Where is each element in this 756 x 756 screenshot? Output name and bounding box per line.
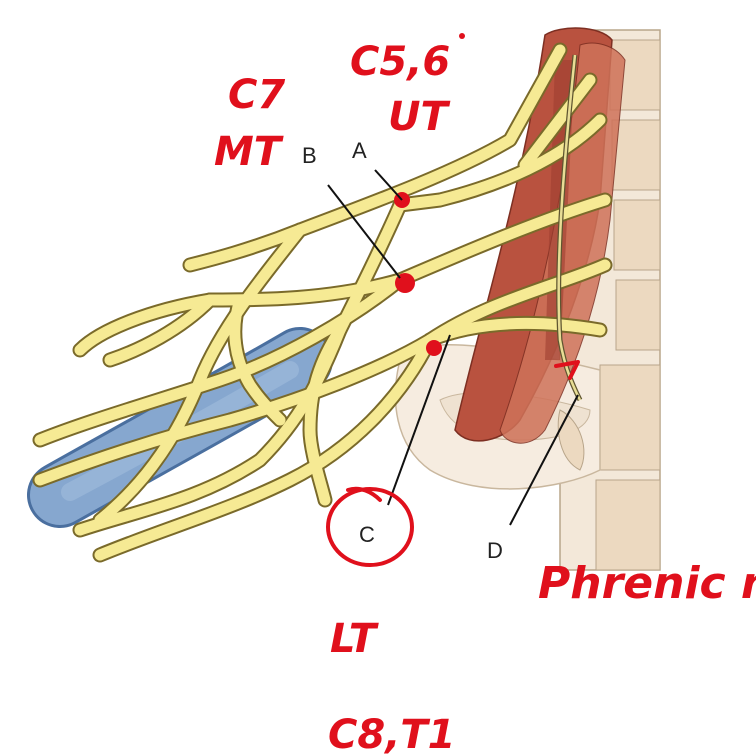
annotation-c56: C5,6 (350, 39, 450, 85)
label-c: C (359, 522, 375, 547)
annotation-lt: LT (330, 616, 379, 662)
annotation-c8t1: C8,T1 (328, 712, 456, 756)
label-a: A (352, 138, 367, 163)
label-d: D (487, 538, 503, 563)
annotation-mt: MT (214, 129, 284, 175)
label-b: B (302, 143, 317, 168)
marker-dot-c (426, 340, 442, 356)
annotation-ut: UT (388, 94, 450, 140)
annotation-phrenic: Phrenic n (538, 558, 756, 609)
annotation-c7: C7 (228, 72, 285, 118)
